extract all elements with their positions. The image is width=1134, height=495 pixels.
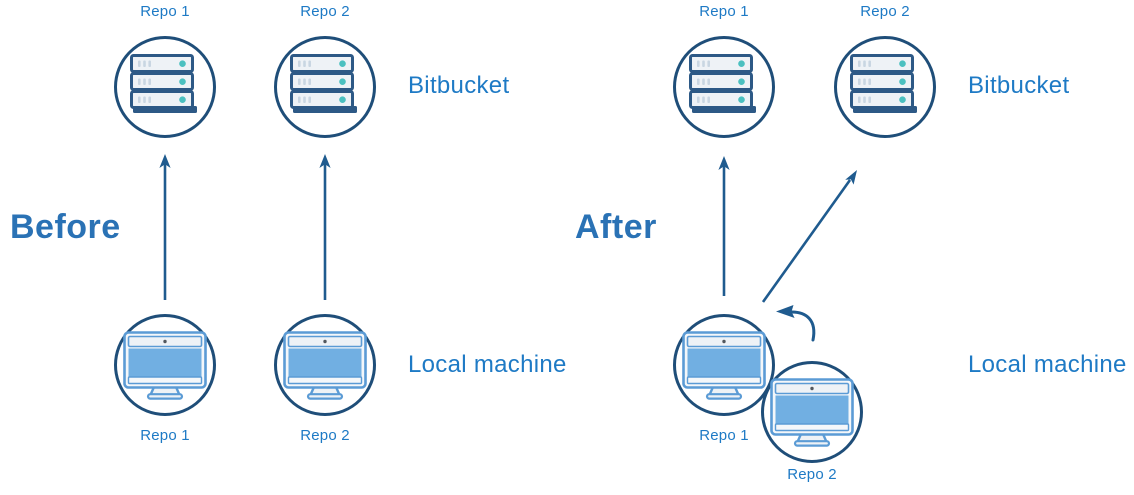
server-icon	[290, 54, 359, 115]
server-icon	[130, 54, 199, 115]
node-label-before-local-repo1: Repo 1	[140, 427, 190, 444]
node-label-after-local-repo2: Repo 2	[787, 466, 837, 483]
row-label-local-machine-left: Local machine	[408, 351, 567, 378]
phase-label-after: After	[575, 208, 657, 246]
row-label-bitbucket-left: Bitbucket	[408, 72, 510, 99]
arrow-group	[159, 154, 857, 342]
node-label-after-local-repo1: Repo 1	[699, 427, 749, 444]
node-label-before-local-repo2: Repo 2	[300, 427, 350, 444]
node-before-local-repo1	[114, 314, 216, 416]
monitor-icon	[123, 331, 207, 400]
node-label-before-remote-repo2: Repo 2	[300, 3, 350, 20]
row-label-bitbucket-right: Bitbucket	[968, 72, 1070, 99]
server-icon	[850, 54, 919, 115]
server-icon	[689, 54, 758, 115]
node-after-local-repo2	[761, 361, 863, 463]
node-before-remote-repo1	[114, 36, 216, 138]
node-label-after-remote-repo2: Repo 2	[860, 3, 910, 20]
node-after-remote-repo1	[673, 36, 775, 138]
row-label-local-machine-right: Local machine	[968, 351, 1127, 378]
monitor-icon	[682, 331, 766, 400]
node-before-remote-repo2	[274, 36, 376, 138]
node-after-local-repo1	[673, 314, 775, 416]
phase-label-before: Before	[10, 208, 121, 246]
node-before-local-repo2	[274, 314, 376, 416]
arrow-before-repo1-push	[159, 154, 171, 300]
arrow-after-clone-curve	[776, 305, 816, 342]
node-after-remote-repo2	[834, 36, 936, 138]
arrow-before-repo2-push	[319, 154, 331, 300]
arrow-after-repo1-push	[718, 156, 730, 296]
monitor-icon	[283, 331, 367, 400]
node-label-before-remote-repo1: Repo 1	[140, 3, 190, 20]
node-label-after-remote-repo1: Repo 1	[699, 3, 749, 20]
arrow-after-repo2-push	[761, 170, 857, 303]
monitor-icon	[770, 378, 854, 447]
